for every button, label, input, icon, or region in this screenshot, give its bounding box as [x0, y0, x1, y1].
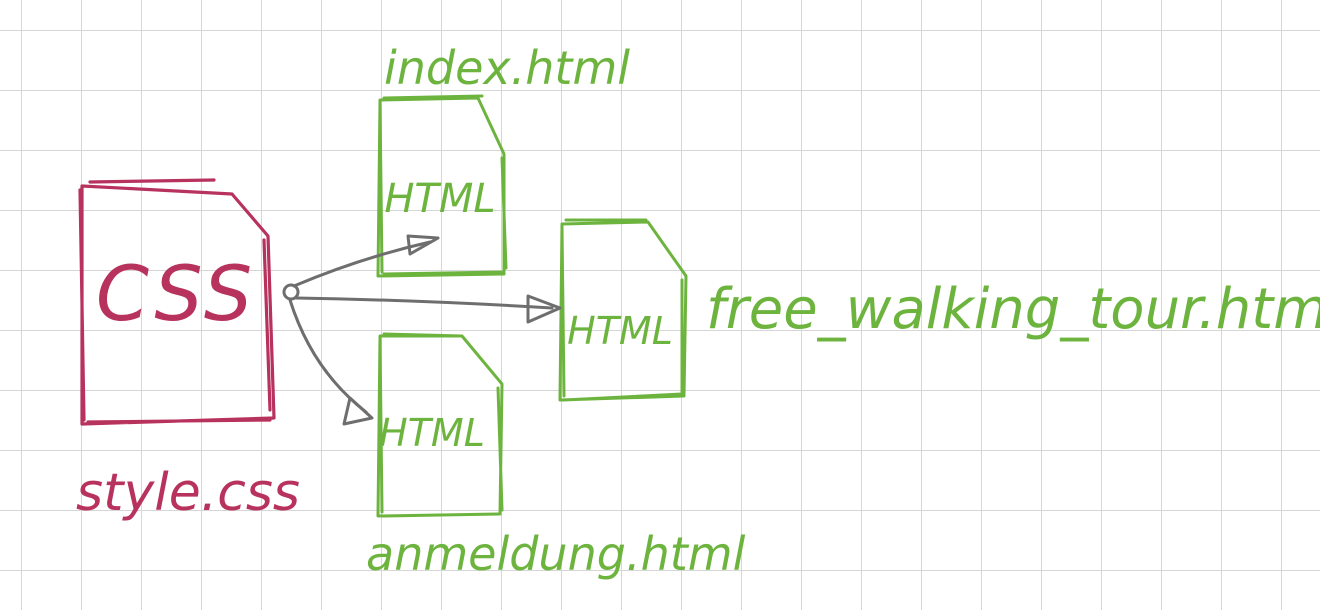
index-html-file: HTML index.html: [376, 41, 630, 278]
anmeldung-html-file-label: HTML: [379, 411, 485, 455]
anmeldung-html-file-name: anmeldung.html: [366, 527, 746, 581]
css-file-outline: [78, 178, 276, 426]
arrow-to-anmeldung: [288, 298, 368, 414]
free-walking-tour-html-file-name: free_walking_tour.html: [706, 277, 1320, 342]
arrow-to-free-walking-tour-head: [526, 294, 562, 324]
css-file-label: CSS: [96, 249, 256, 338]
arrow-to-anmeldung-head: [342, 396, 374, 426]
free-walking-tour-html-file-outline: [558, 218, 688, 402]
anmeldung-html-file-outline: [376, 332, 504, 518]
arrow-to-index-head: [406, 234, 440, 256]
arrow-to-index: [292, 240, 432, 288]
css-file-name: style.css: [76, 463, 300, 523]
css-file: CSS style.css: [76, 178, 300, 523]
index-html-file-label: HTML: [384, 176, 495, 222]
free-walking-tour-html-file: HTML free_walking_tour.html: [558, 218, 1320, 402]
free-walking-tour-html-file-label: HTML: [567, 309, 673, 353]
anmeldung-html-file: HTML anmeldung.html: [366, 332, 746, 581]
index-html-file-outline: [376, 94, 508, 278]
arrow-to-free-walking-tour: [294, 296, 554, 310]
index-html-file-name: index.html: [384, 41, 630, 95]
link-arrows: [282, 234, 562, 426]
